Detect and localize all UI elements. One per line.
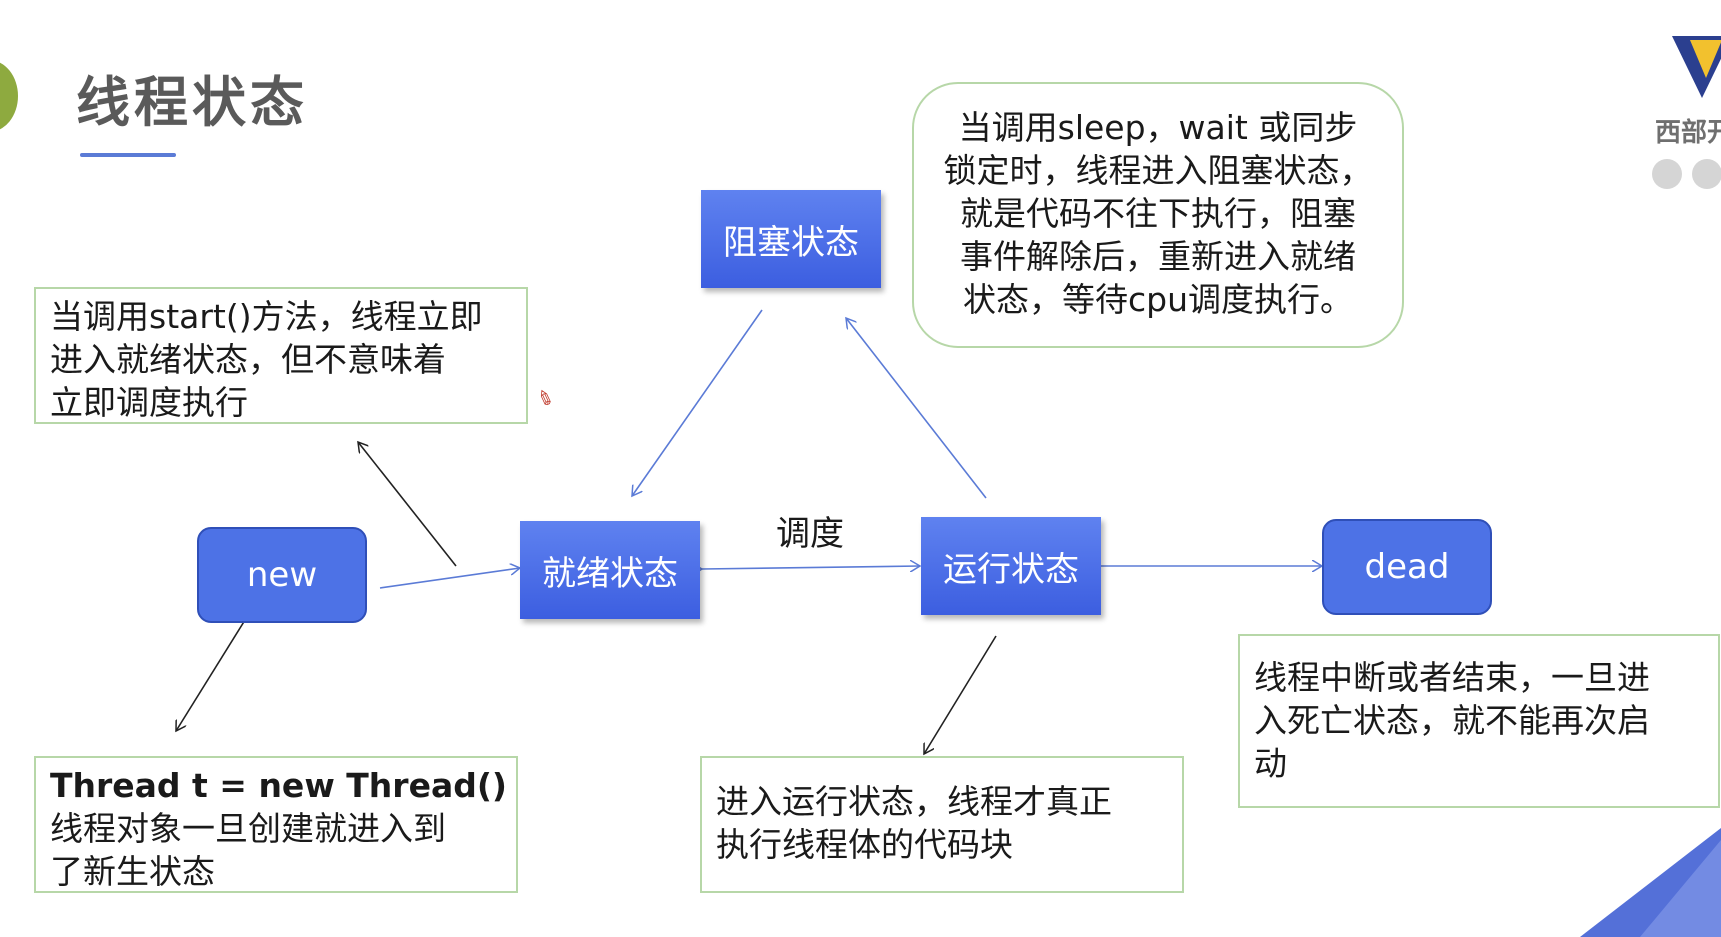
note-start-line-3: 立即调度执行	[50, 383, 248, 422]
note-blocked-line-1: 当调用sleep，wait 或同步	[958, 108, 1358, 147]
node-running: 运行状态	[921, 517, 1101, 615]
nav-dot-2[interactable]	[1692, 159, 1721, 189]
note-blocked: 当调用sleep，wait 或同步 锁定时，线程进入阻塞状态， 就是代码不往下执…	[912, 82, 1404, 348]
node-new: new	[197, 527, 367, 623]
node-ready: 就绪状态	[520, 521, 700, 619]
note-new-line-1: 线程对象一旦创建就进入到	[50, 809, 446, 848]
note-new-code: Thread t = new Thread()	[50, 766, 508, 805]
note-start-line-2: 进入就绪状态，但不意味着	[50, 340, 446, 379]
callout-new	[176, 611, 251, 731]
nav-dot-1[interactable]	[1652, 159, 1682, 189]
corner-decoration-light	[1640, 840, 1721, 937]
note-blocked-line-4: 事件解除后，重新进入就绪	[960, 237, 1356, 276]
note-running-line-2: 执行线程体的代码块	[716, 825, 1013, 864]
edge-new-to-ready	[379, 568, 520, 589]
note-start-line-1: 当调用start()方法，线程立即	[50, 297, 483, 336]
note-dead-line-3: 动	[1254, 744, 1287, 783]
decorative-green-dot	[0, 60, 18, 132]
note-blocked-line-3: 就是代码不往下执行，阻塞	[960, 194, 1356, 233]
note-dead: 线程中断或者结束，一旦进 入死亡状态，就不能再次启 动	[1238, 634, 1720, 808]
note-running: 进入运行状态，线程才真正 执行线程体的代码块	[700, 756, 1184, 893]
note-running-line-1: 进入运行状态，线程才真正	[716, 782, 1112, 821]
logo-icon-inner	[1690, 40, 1721, 78]
note-new: Thread t = new Thread() 线程对象一旦创建就进入到 了新生…	[34, 756, 518, 893]
edge-blocked-to-ready	[632, 309, 763, 496]
node-dead: dead	[1322, 519, 1492, 615]
edge-ready-to-running	[702, 566, 920, 569]
edge-running-to-blocked	[846, 318, 987, 499]
callout-running	[924, 635, 997, 754]
page-title: 线程状态	[76, 71, 308, 134]
note-start: 当调用start()方法，线程立即 进入就绪状态，但不意味着 立即调度执行	[34, 287, 528, 424]
note-blocked-line-5: 状态，等待cpu调度执行。	[962, 280, 1353, 319]
note-blocked-line-2: 锁定时，线程进入阻塞状态，	[943, 151, 1373, 190]
callout-start	[358, 442, 457, 567]
node-blocked: 阻塞状态	[701, 190, 881, 288]
edge-label-schedule: 调度	[776, 514, 844, 554]
note-dead-line-2: 入死亡状态，就不能再次启	[1254, 701, 1650, 740]
title-underline	[80, 153, 176, 157]
logo-text: 西部开	[1655, 118, 1721, 148]
note-new-line-2: 了新生状态	[50, 852, 215, 891]
note-dead-line-1: 线程中断或者结束，一旦进	[1254, 658, 1650, 697]
